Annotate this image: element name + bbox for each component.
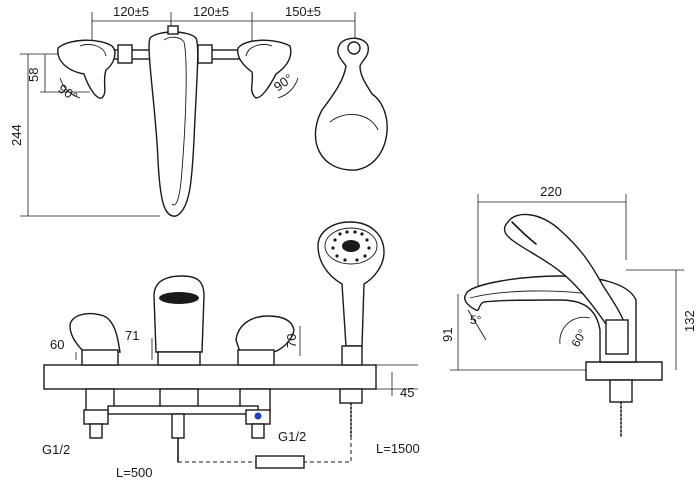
dim-top-right: 150±5	[285, 4, 321, 19]
center-outlet	[171, 413, 185, 439]
left-lever-inner	[79, 44, 107, 57]
dim-side-width: 220	[540, 184, 562, 199]
nut-left	[117, 44, 133, 64]
right-lever-handle	[237, 39, 292, 99]
front-right-handle	[235, 315, 295, 353]
angle-5-line	[467, 309, 487, 341]
right-lever-inner	[245, 44, 273, 57]
shower-nozzle	[360, 232, 364, 236]
hand-shower-inner	[329, 114, 379, 131]
shower-nozzle	[338, 232, 342, 236]
hose-connector	[255, 455, 305, 469]
side-shower-face	[511, 221, 537, 245]
dim-height-total: 244	[9, 124, 24, 146]
shower-face-center	[342, 240, 360, 252]
front-left-body	[81, 349, 119, 366]
dim-handle-left: 60	[50, 337, 64, 352]
front-view: 45 60 71 70	[42, 221, 420, 480]
shower-face-ring	[324, 227, 378, 265]
dim-top-mid: 120±5	[193, 4, 229, 19]
dim-side-right: 132	[682, 310, 697, 332]
front-spout-outlet	[159, 292, 199, 304]
angle-60-arc	[559, 316, 591, 345]
manifold-pipe	[107, 405, 259, 415]
shower-nozzle	[343, 258, 347, 262]
right-angle-arc	[277, 77, 299, 99]
shower-nozzle	[335, 254, 339, 258]
shower-base	[341, 345, 363, 366]
spout-top	[148, 31, 199, 217]
dim-side-left: 91	[440, 328, 455, 342]
left-lever-handle	[57, 39, 116, 99]
shower-nozzle	[367, 246, 371, 250]
right-thread	[251, 423, 265, 439]
shower-connector	[339, 388, 363, 404]
front-spout	[153, 275, 205, 353]
dim-height-small: 58	[26, 68, 41, 82]
left-thread	[89, 423, 103, 439]
side-shower-holder	[605, 319, 629, 355]
shower-nozzle	[355, 258, 359, 262]
hose-short-label: L=500	[116, 465, 153, 480]
front-spout-base	[157, 351, 201, 366]
hand-shower-holder	[347, 41, 361, 55]
dim-deck-thickness: 45	[400, 385, 414, 400]
shower-nozzle	[345, 230, 349, 234]
thread-right-label: G1/2	[278, 429, 306, 444]
nut-right	[197, 44, 213, 64]
front-left-handle	[69, 312, 121, 353]
shower-nozzle	[331, 246, 335, 250]
hose-long-label: L=1500	[376, 441, 420, 456]
side-view: 220 91 132 5° 60°	[440, 184, 697, 437]
left-angle-arc	[59, 77, 81, 99]
dim-top-left: 120±5	[113, 4, 149, 19]
angle-small-label: 5°	[470, 313, 482, 327]
hand-shower-top	[314, 37, 388, 171]
shower-nozzle	[333, 238, 337, 242]
angle-large-label: 60°	[568, 327, 589, 350]
top-view: 120±5 120±5 150±5 58 244 90° 90°	[9, 4, 388, 217]
shower-nozzle	[353, 230, 357, 234]
dim-handle-right: 70	[284, 334, 299, 348]
shower-hose-dashed	[304, 436, 352, 463]
side-deck	[585, 361, 663, 381]
thread-left-label: G1/2	[42, 442, 70, 457]
shower-nozzle	[365, 238, 369, 242]
side-fitting	[609, 379, 633, 403]
dim-spout-height: 71	[125, 328, 139, 343]
front-right-body	[237, 349, 275, 366]
deck-plate	[43, 364, 377, 390]
cold-indicator	[254, 412, 262, 420]
angle-left-label: 90°	[55, 81, 80, 105]
front-hand-shower	[317, 221, 385, 347]
shower-nozzle	[363, 254, 367, 258]
spout-top-inner	[163, 36, 187, 206]
left-inlet-box	[83, 409, 109, 425]
spout-cap	[167, 25, 179, 35]
